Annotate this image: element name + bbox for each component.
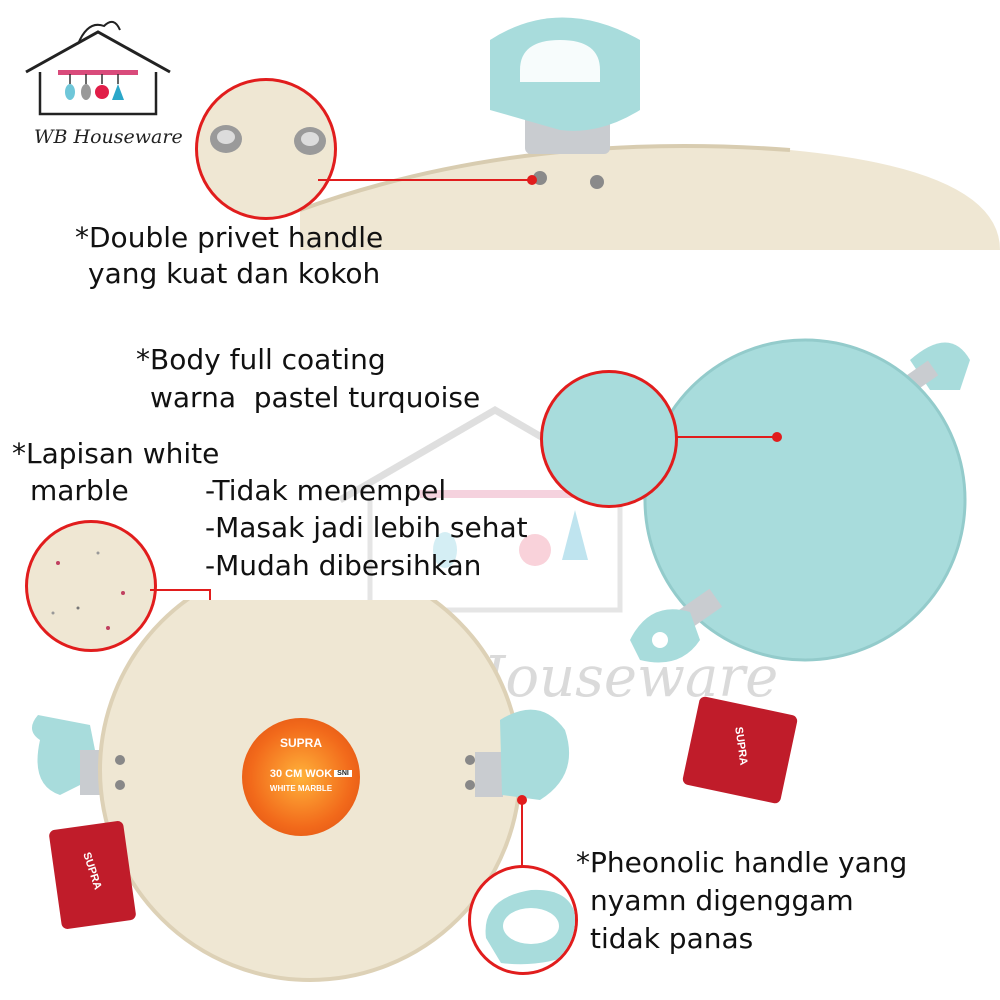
product-label: SUPRA 30 CM WOK WHITE MARBLE SNI	[242, 718, 360, 836]
marble-speckle-icon	[51, 551, 125, 630]
body-caption-line2: warna pastel turquoise	[150, 381, 481, 414]
house-logo-icon	[25, 20, 171, 116]
benefit-2: -Masak jadi lebih sehat	[205, 511, 528, 544]
handle-zoom-circle	[468, 865, 578, 975]
label-brand: SUPRA	[279, 736, 322, 750]
handle-caption-line1: *Pheonolic handle yang	[576, 846, 908, 879]
logo-text: WB Houseware	[34, 126, 183, 148]
rivet-zoom-circle	[195, 78, 337, 220]
handle-icon	[485, 889, 575, 965]
label-badge: SNI	[334, 770, 352, 777]
wok-edge-top	[299, 17, 1000, 250]
rivet-icon	[210, 125, 326, 155]
coating-zoom-circle	[540, 370, 678, 508]
body-caption-line1: *Body full coating	[136, 343, 386, 376]
rivet-caption-line1: *Double privet handle	[75, 221, 384, 254]
marble-zoom-circle	[25, 520, 157, 652]
benefit-3: -Mudah dibersihkan	[205, 549, 482, 582]
rivet-caption-line2: yang kuat dan kokoh	[88, 257, 381, 290]
wok-back-view	[630, 338, 970, 663]
handle-caption-line2: nyamn digenggam	[590, 884, 854, 917]
rivet-pointer	[318, 175, 537, 185]
lapisan-caption-line1: *Lapisan white	[12, 437, 220, 470]
brand-logo: WB Houseware	[18, 14, 183, 164]
watermark-house-icon	[338, 405, 652, 613]
lapisan-caption-line2: marble	[30, 474, 129, 507]
label-size: 30 CM WOK	[269, 768, 333, 780]
benefit-1: -Tidak menempel	[205, 474, 447, 507]
handle-caption-line3: tidak panas	[590, 922, 754, 955]
label-variant: WHITE MARBLE	[269, 784, 333, 793]
